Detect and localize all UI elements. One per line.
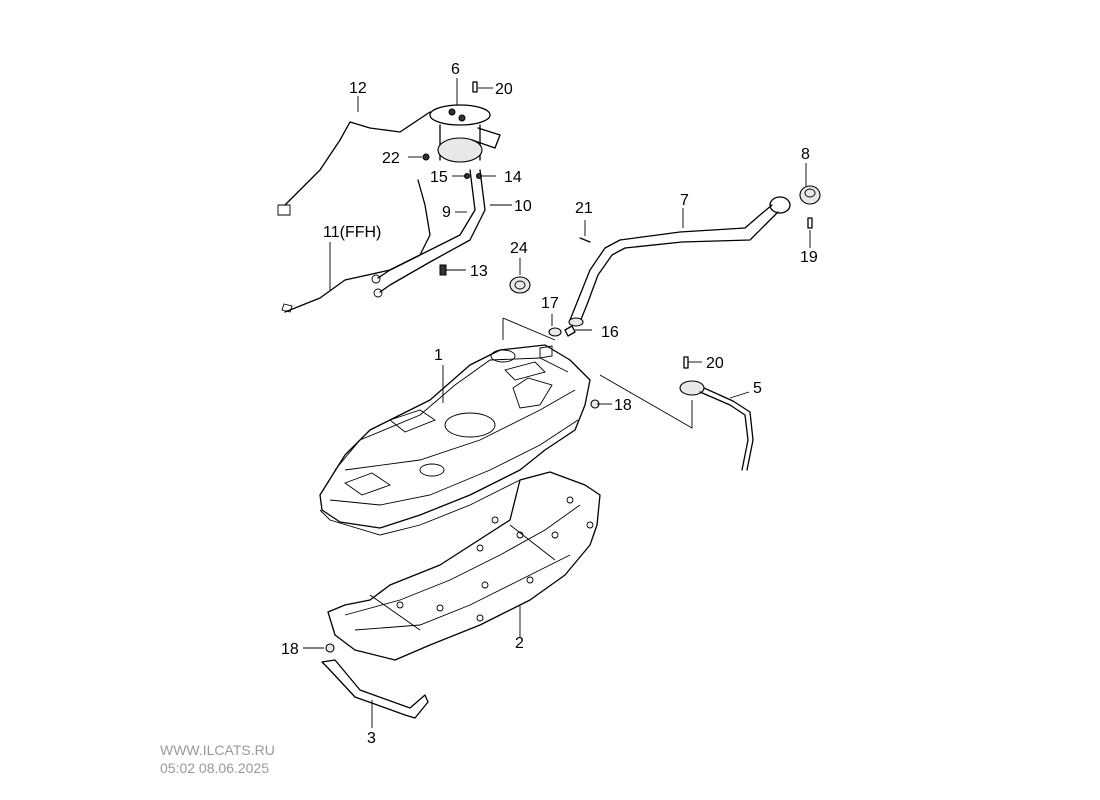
wiring-harness <box>277 111 431 216</box>
callout-3: 3 <box>367 730 376 747</box>
fuel-pump <box>429 104 501 163</box>
watermark-site: WWW.ILCATS.RU <box>160 742 275 758</box>
small-parts <box>325 81 813 653</box>
harness-ffh <box>281 179 431 313</box>
callout-19: 19 <box>800 249 818 266</box>
leader-lines <box>303 78 811 728</box>
callout-18a: 18 <box>614 397 632 414</box>
filler-neck <box>568 196 791 327</box>
callout-24: 24 <box>510 240 528 257</box>
callout-5: 5 <box>753 380 762 397</box>
callout-labels: 1 2 3 5 6 7 8 9 10 11(FFH) 12 13 14 15 1… <box>281 61 818 747</box>
fuel-tank <box>319 344 591 536</box>
callout-1: 1 <box>434 347 443 364</box>
callout-11: 11(FFH) <box>323 224 381 241</box>
tank-protector <box>327 471 601 661</box>
fuel-lines <box>371 169 486 298</box>
tank-band <box>321 659 429 719</box>
watermark-timestamp: 05:02 08.06.2025 <box>160 760 269 776</box>
callout-17: 17 <box>541 295 559 312</box>
callout-22: 22 <box>382 150 400 167</box>
callout-21: 21 <box>575 200 593 217</box>
callout-10: 10 <box>514 198 532 215</box>
callout-13: 13 <box>470 263 488 280</box>
callout-20a: 20 <box>495 81 513 98</box>
callout-2: 2 <box>515 635 524 652</box>
callout-6: 6 <box>451 61 460 78</box>
callout-8: 8 <box>801 146 810 163</box>
vent-hose <box>679 380 754 471</box>
callout-14: 14 <box>504 169 522 186</box>
callout-20b: 20 <box>706 355 724 372</box>
callout-15: 15 <box>430 169 448 186</box>
callout-9: 9 <box>442 204 451 221</box>
callout-12: 12 <box>349 80 367 97</box>
callout-18b: 18 <box>281 641 299 658</box>
callout-16: 16 <box>601 324 619 341</box>
callout-7: 7 <box>680 192 689 209</box>
fuel-cap <box>799 185 821 205</box>
